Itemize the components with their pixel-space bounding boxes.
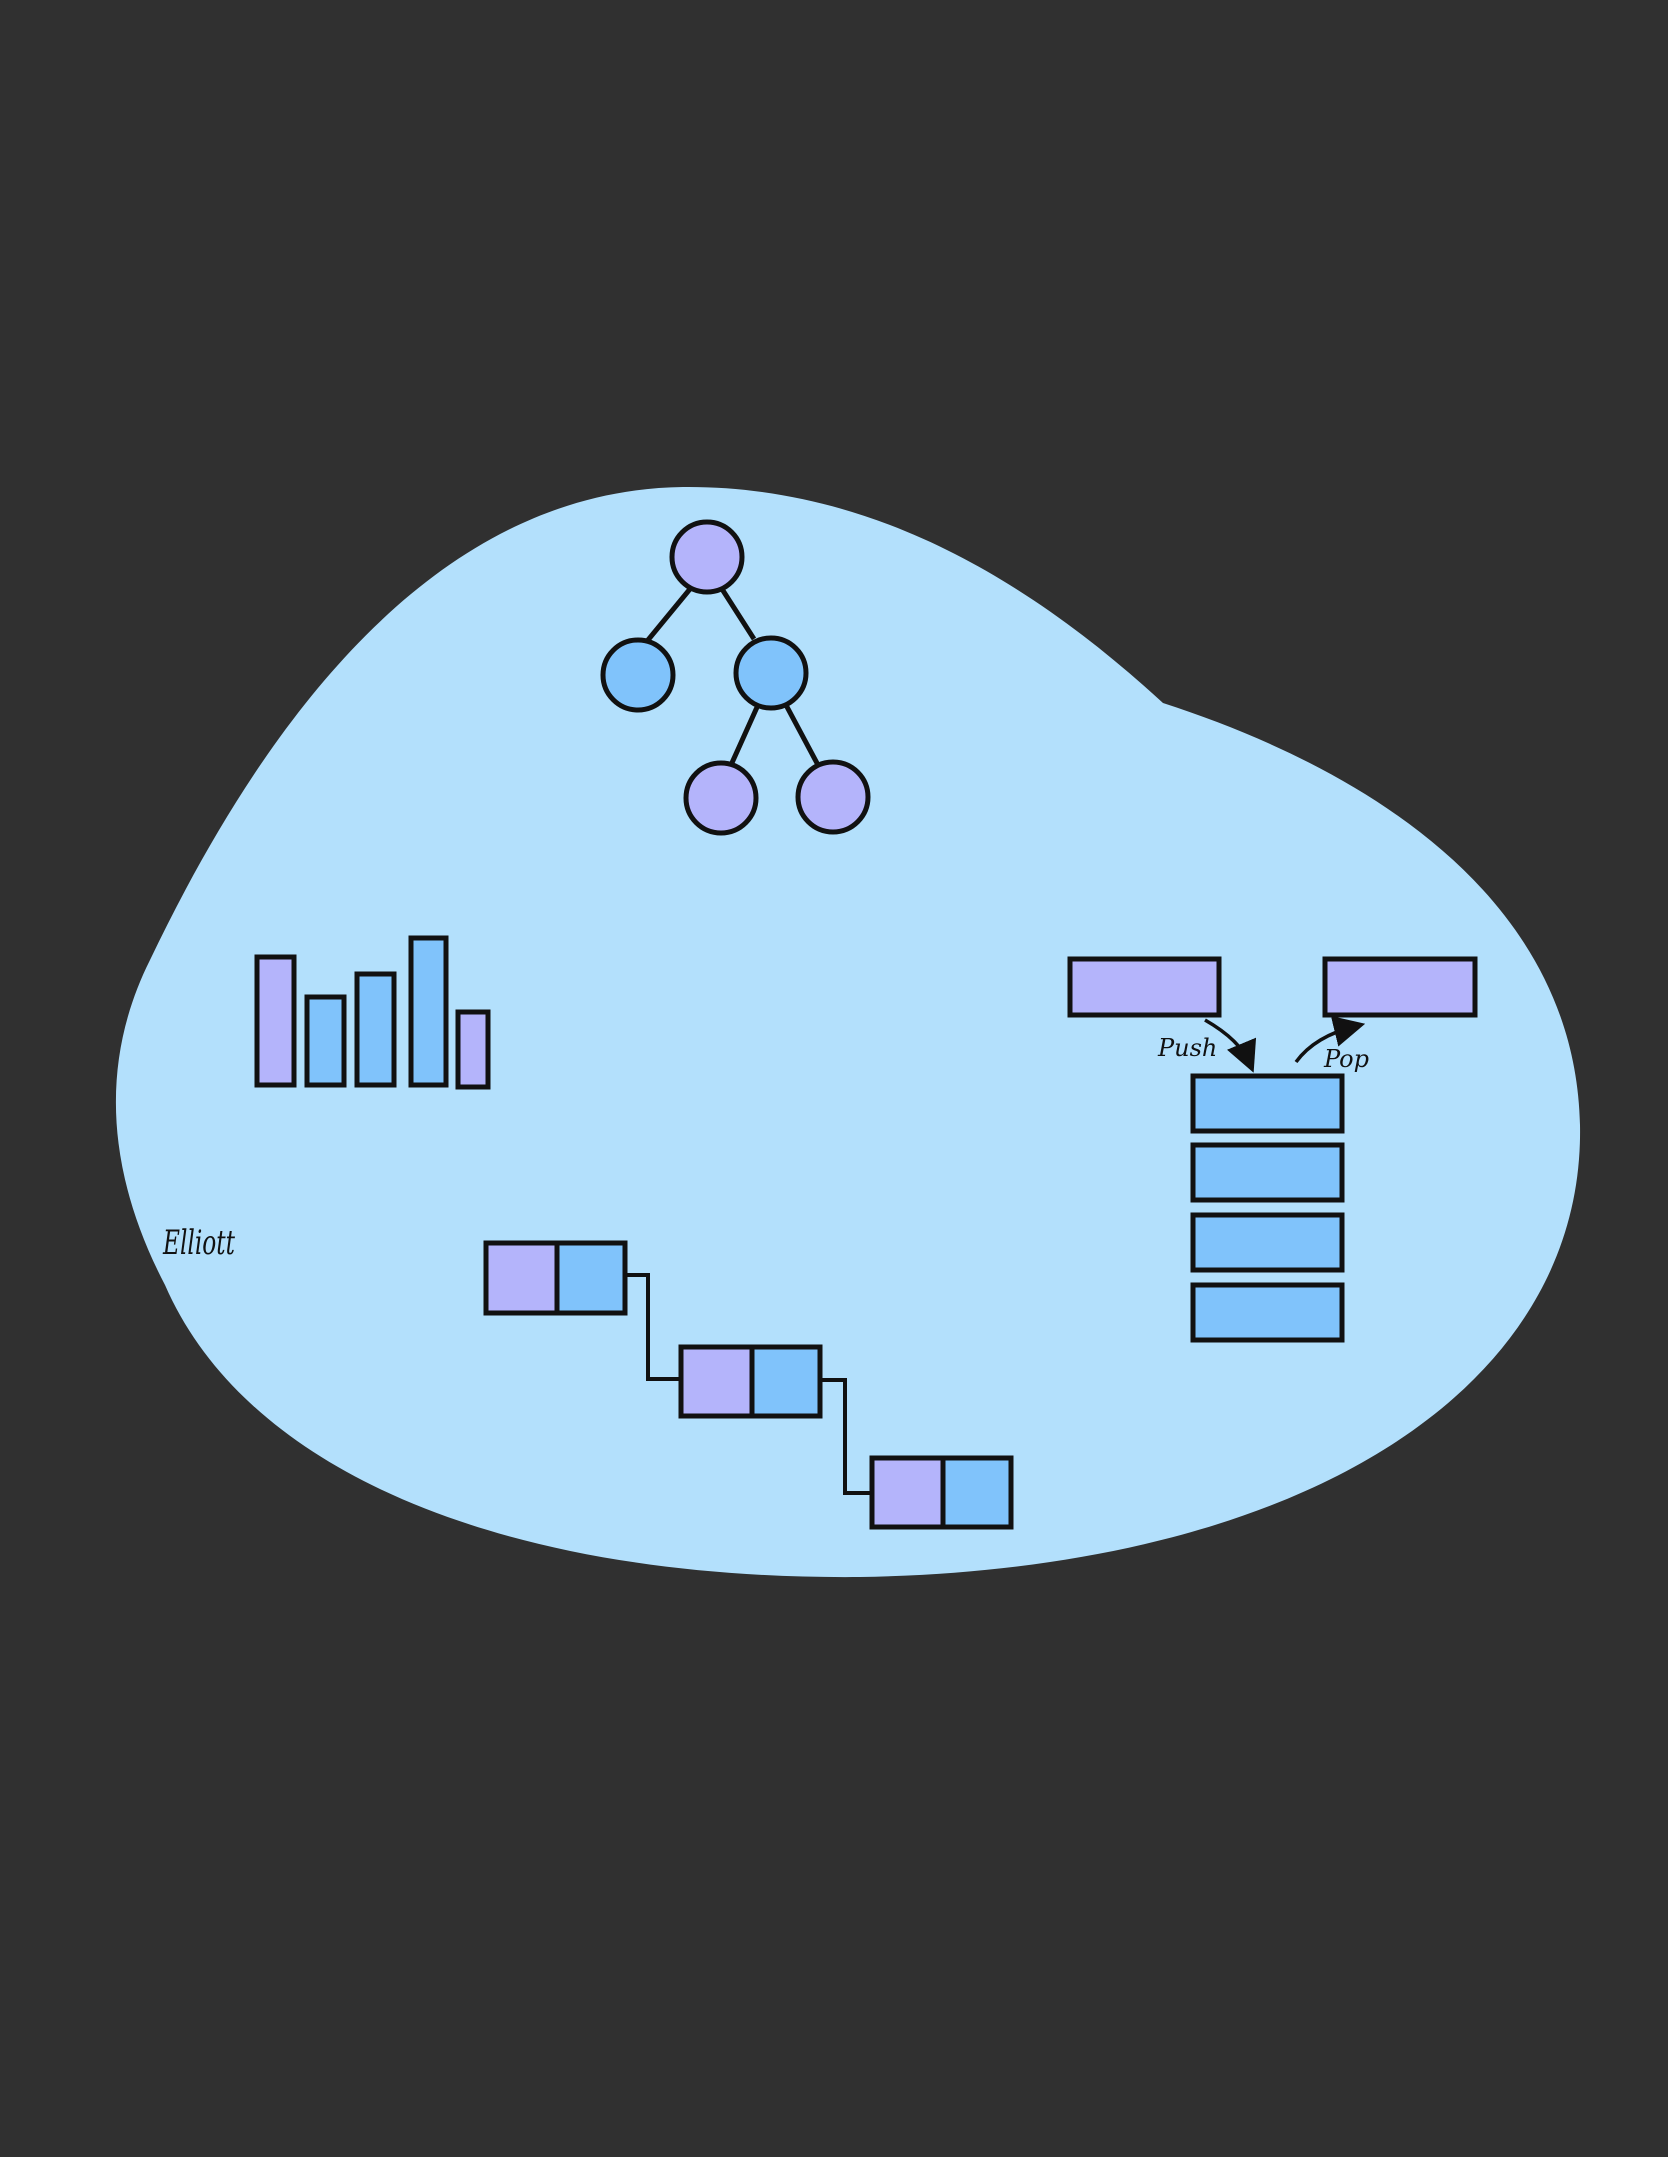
tree-node	[733, 635, 809, 711]
tree-edge	[783, 703, 821, 767]
push-element	[1067, 956, 1222, 1018]
list-node-pointer	[940, 1455, 1014, 1530]
array-bar	[354, 971, 397, 1088]
list-node-pointer	[554, 1240, 628, 1316]
stack-slot	[1190, 1212, 1345, 1273]
array-bars	[254, 935, 491, 1090]
list-node-data	[678, 1344, 755, 1419]
binary-tree	[600, 519, 871, 836]
pop-element	[1322, 956, 1478, 1018]
tree-node	[795, 759, 871, 835]
push-arrow	[1204, 1018, 1257, 1073]
stack-diagram	[1067, 956, 1478, 1343]
pop-arrow	[1294, 1015, 1366, 1064]
list-node-data	[869, 1455, 946, 1530]
list-node-data	[483, 1240, 560, 1316]
array-bar	[254, 954, 297, 1088]
tree-node	[683, 760, 759, 836]
tree-edge	[646, 587, 692, 642]
array-bar	[455, 1009, 491, 1090]
stack-slot	[1190, 1282, 1345, 1343]
list-link	[820, 1378, 872, 1495]
push-label: Push	[1157, 1034, 1217, 1062]
tree-edge	[728, 703, 761, 767]
tree-edge	[719, 587, 757, 641]
linked-list	[483, 1240, 1014, 1530]
array-bar	[304, 994, 347, 1088]
tree-node-root	[669, 519, 745, 595]
stack-slot	[1190, 1073, 1345, 1134]
list-link	[625, 1273, 681, 1381]
stack-slot	[1190, 1142, 1345, 1203]
list-node-pointer	[749, 1344, 823, 1419]
array-bar	[408, 935, 449, 1088]
pop-label: Pop	[1323, 1045, 1369, 1073]
artist-signature: Elliott	[162, 1223, 235, 1263]
tree-node	[600, 637, 676, 713]
